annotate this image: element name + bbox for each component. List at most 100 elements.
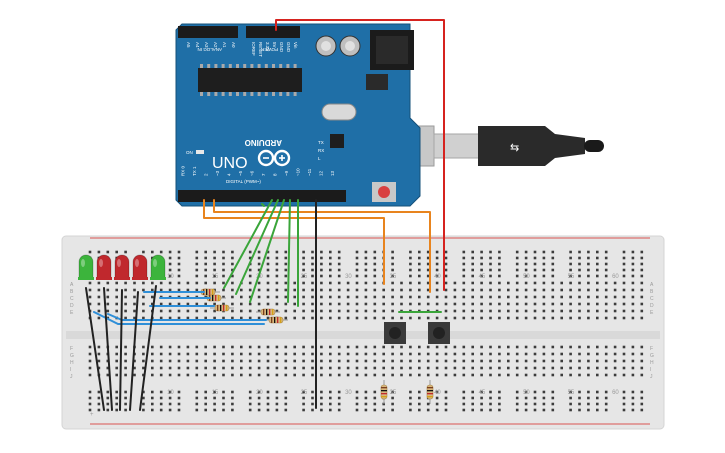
power-pin-label: RESET [258, 42, 263, 57]
row-letter: H [70, 360, 74, 366]
digital-pin-label: TX 1 [192, 166, 197, 176]
column-number: 30 [345, 274, 352, 280]
led[interactable] [150, 254, 166, 280]
wire[interactable] [129, 291, 139, 411]
led[interactable] [132, 254, 148, 280]
column-number: 10 [167, 390, 174, 396]
digital-label: DIGITAL (PWM~) [226, 179, 261, 184]
wire[interactable] [93, 311, 265, 325]
digital-pin-label: 13 [330, 170, 335, 176]
wire[interactable] [119, 289, 123, 411]
row-letter: D [650, 303, 654, 309]
led[interactable] [114, 254, 130, 280]
column-number: 10 [167, 274, 174, 280]
digital-pin-label: 4 [227, 173, 232, 176]
push-button-1[interactable] [384, 322, 406, 344]
wire[interactable] [235, 199, 279, 295]
analog-pin-label: A5 [186, 42, 191, 48]
led[interactable] [96, 254, 112, 280]
row-letter: C [650, 296, 654, 302]
row-letter: B [70, 289, 74, 295]
resistor[interactable] [380, 380, 388, 404]
wire[interactable] [103, 287, 113, 411]
column-number: 50 [523, 274, 530, 280]
resistor[interactable] [426, 380, 434, 404]
power-header[interactable] [246, 26, 300, 38]
column-number: 30 [345, 390, 352, 396]
wire[interactable] [223, 199, 273, 289]
voltage-regulator [366, 74, 388, 90]
row-letter: C [70, 296, 74, 302]
wire[interactable] [213, 199, 431, 293]
tx-label: TX [318, 140, 324, 145]
wires[interactable] [85, 19, 445, 411]
atmega-chip [198, 68, 302, 92]
column-number: 15 [212, 390, 219, 396]
wire[interactable] [139, 285, 157, 411]
power-pin-label: Vin [293, 42, 298, 49]
analog-pin-labels: A0 A1 A2 A3 A4 A5 [186, 42, 236, 48]
push-button-2[interactable] [428, 322, 450, 344]
analog-header[interactable] [178, 26, 238, 38]
analog-pin-label: A3 [204, 42, 209, 48]
l-label: L [318, 156, 321, 161]
wire[interactable] [85, 287, 105, 411]
brand-name: ARDUINO [245, 138, 282, 147]
usb-chip [330, 134, 344, 148]
analog-pin-label: A0 [231, 42, 236, 48]
wire[interactable] [261, 203, 265, 207]
row-letter: F [70, 346, 73, 352]
arduino-logo [257, 149, 291, 167]
row-letter: A [70, 282, 74, 288]
row-letter: F [650, 346, 653, 352]
digital-pin-label: ~9 [284, 170, 289, 176]
resistor[interactable] [264, 316, 288, 324]
row-letter: G [650, 353, 654, 359]
digital-pin-label: ~11 [307, 168, 312, 176]
power-pin-label: 5V [272, 42, 277, 48]
column-number: 35 [390, 390, 397, 396]
digital-header[interactable] [178, 190, 346, 202]
row-letter: G [70, 353, 74, 359]
power-pin-label: GND [286, 42, 291, 53]
column-number: 40 [434, 274, 441, 280]
column-number: 60 [612, 274, 619, 280]
digital-pin-label: ~10 [296, 168, 301, 176]
crystal [321, 103, 357, 121]
power-rails [90, 237, 650, 425]
analog-pin-label: A1 [222, 42, 227, 48]
led[interactable] [78, 254, 94, 280]
column-number: 60 [612, 390, 619, 396]
digital-pin-label: ~6 [250, 170, 255, 176]
column-number: 40 [434, 390, 441, 396]
resistor[interactable] [256, 308, 280, 316]
analog-pin-label: A2 [213, 42, 218, 48]
row-letter: I [650, 367, 651, 373]
power-pin-label: GND [279, 42, 284, 53]
column-number: 55 [568, 390, 575, 396]
digital-pin-label: 2 [204, 173, 209, 176]
rx-label: RX [318, 148, 324, 153]
analog-label: ANALOG IN [197, 47, 222, 52]
analog-pin-label: A4 [195, 42, 200, 48]
leds[interactable] [78, 254, 166, 280]
column-number: 50 [523, 390, 530, 396]
wire[interactable] [203, 199, 385, 285]
on-led [196, 150, 204, 154]
column-number: 25 [301, 390, 308, 396]
wire[interactable] [287, 199, 291, 303]
row-letter: J [70, 374, 73, 380]
column-number: 20 [256, 274, 263, 280]
row-letter: D [70, 303, 74, 309]
resistors[interactable] [196, 288, 434, 404]
resistor[interactable] [210, 304, 234, 312]
wire[interactable] [249, 199, 285, 303]
wire[interactable] [275, 19, 445, 291]
